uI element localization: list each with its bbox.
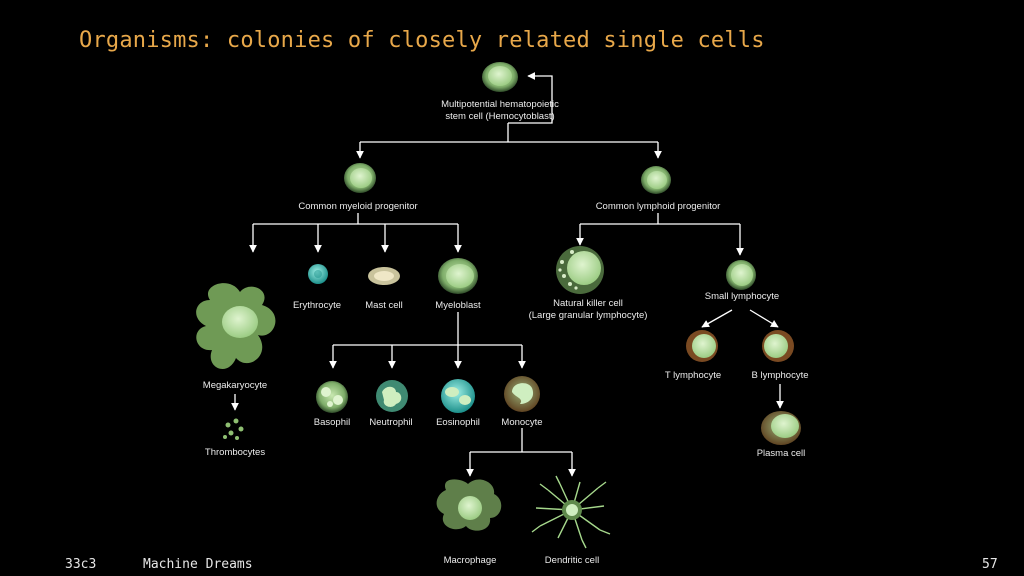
small-lymphocyte-label: Small lymphocyte bbox=[705, 291, 779, 302]
megakaryocyte-cell bbox=[196, 283, 276, 370]
thrombocytes-label: Thrombocytes bbox=[205, 447, 265, 458]
monocyte-label: Monocyte bbox=[501, 417, 542, 428]
mast-label: Mast cell bbox=[365, 300, 402, 311]
nk-cell bbox=[556, 246, 604, 294]
footer-talk-title: Machine Dreams bbox=[143, 557, 253, 572]
erythrocyte-cell bbox=[308, 264, 328, 284]
b-lymphocyte-label: B lymphocyte bbox=[751, 370, 808, 381]
page-number: 57 bbox=[982, 557, 998, 572]
t-lymphocyte-cell bbox=[686, 330, 718, 362]
dendritic-cell bbox=[531, 475, 611, 549]
footer-event: 33c3 bbox=[65, 557, 97, 572]
t-lymphocyte-label: T lymphocyte bbox=[665, 370, 721, 381]
small-lymphocyte-cell bbox=[726, 260, 756, 290]
dendritic-label: Dendritic cell bbox=[545, 555, 599, 566]
nk-label-1: Natural killer cell bbox=[553, 298, 623, 309]
b-lymphocyte-cell bbox=[762, 330, 794, 362]
eosinophil-label: Eosinophil bbox=[436, 417, 480, 428]
myeloblast-cell bbox=[438, 258, 478, 294]
monocyte-cell bbox=[504, 376, 540, 412]
hemocytoblast-cell bbox=[482, 62, 518, 92]
slide-title: Organisms: colonies of closely related s… bbox=[79, 28, 765, 53]
myeloblast-label: Myeloblast bbox=[435, 300, 481, 311]
hemocytoblast-label-2: stem cell (Hemocytoblast) bbox=[445, 111, 554, 122]
neutrophil-label: Neutrophil bbox=[369, 417, 412, 428]
hemocytoblast-label-1: Multipotential hematopoietic bbox=[441, 99, 559, 110]
lymphoid-label: Common lymphoid progenitor bbox=[596, 201, 721, 212]
nk-label-2: (Large granular lymphocyte) bbox=[529, 310, 648, 321]
erythrocyte-label: Erythrocyte bbox=[293, 300, 341, 311]
neutrophil-cell bbox=[376, 380, 408, 412]
megakaryocyte-label: Megakaryocyte bbox=[203, 380, 267, 391]
connectors bbox=[231, 72, 784, 477]
mast-cell bbox=[368, 267, 400, 285]
lymphoid-progenitor-cell bbox=[641, 166, 671, 194]
basophil-label: Basophil bbox=[314, 417, 350, 428]
basophil-cell bbox=[316, 381, 348, 413]
myeloid-label: Common myeloid progenitor bbox=[298, 201, 417, 212]
thrombocytes-cell bbox=[223, 418, 244, 440]
macrophage-cell bbox=[436, 479, 502, 531]
plasma-label: Plasma cell bbox=[757, 448, 806, 459]
macrophage-label: Macrophage bbox=[444, 555, 497, 566]
myeloid-progenitor-cell bbox=[344, 163, 376, 193]
plasma-cell bbox=[761, 411, 801, 445]
eosinophil-cell bbox=[441, 379, 475, 413]
